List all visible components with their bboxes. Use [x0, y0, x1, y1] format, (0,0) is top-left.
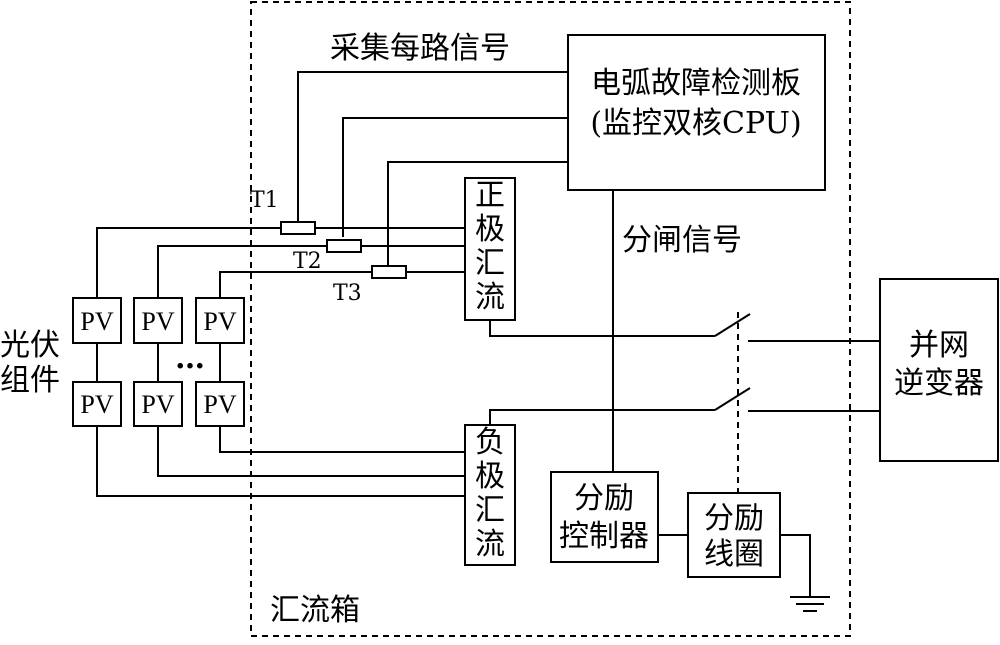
pv-module [195, 297, 245, 344]
neg-output-wire [489, 409, 715, 425]
arc-detection-board [567, 34, 826, 191]
pv-array: PV PV PV PV PV PV … [72, 297, 245, 427]
sensor-t2 [326, 239, 362, 253]
pos-bus-char-1: 正 [475, 178, 505, 213]
ground-icon [790, 596, 830, 612]
sensor-wire-t2 [342, 117, 568, 237]
pv-module-label: PV [203, 390, 236, 419]
sensor-t1 [280, 221, 316, 235]
shunt-controller-line2: 控制器 [559, 519, 649, 554]
pv-module-label: PV [80, 390, 113, 419]
shunt-coil-line2: 线圈 [704, 537, 764, 572]
neg-feeder-2 [157, 426, 465, 477]
pos-output-wire [489, 320, 715, 337]
pv-module-label: PV [141, 307, 174, 336]
sensor-t2-label: T2 [293, 249, 322, 274]
pv-ellipsis: … [175, 341, 205, 376]
pos-bus-char-4: 流 [475, 280, 505, 315]
shunt-controller-line1: 分励 [574, 481, 634, 516]
pos-feeder-2 [157, 245, 465, 298]
pv-module [72, 297, 122, 344]
shunt-trip-controller [550, 471, 659, 563]
pv-module [133, 381, 183, 427]
ground-wire [780, 534, 811, 597]
sensor-wire-t1 [297, 71, 568, 222]
shunt-trip-coil [687, 492, 781, 578]
pos-feeder-1 [96, 227, 465, 298]
pv-module [133, 297, 183, 344]
pv-module-label: PV [80, 307, 113, 336]
detection-board-subtitle: (监控双核CPU) [590, 106, 801, 141]
breaker-contact-upper [714, 313, 751, 337]
sensor-wire-t3 [387, 161, 568, 265]
pos-bus-char-3: 汇 [475, 246, 505, 281]
sensor-t1-label: T1 [250, 188, 279, 213]
shunt-coil-line1: 分励 [704, 501, 764, 536]
grid-tied-inverter [879, 278, 999, 462]
inverter-line1: 并网 [909, 328, 969, 363]
breaker-contact-lower [714, 387, 751, 411]
neg-bus-char-1: 负 [475, 425, 505, 460]
neg-bus-char-2: 极 [475, 459, 505, 494]
neg-feeder-1 [96, 426, 465, 497]
neg-bus-char-4: 流 [475, 527, 505, 562]
sensor-t3 [371, 265, 407, 279]
neg-feeder-3 [219, 426, 465, 453]
inverter-line2: 逆变器 [894, 366, 984, 401]
sensor-t3-label: T3 [333, 281, 362, 306]
pv-module [195, 381, 245, 427]
trip-signal-label: 分闸信号 [622, 223, 742, 258]
signal-collection-label: 采集每路信号 [330, 31, 510, 66]
combiner-box-enclosure [250, 1, 851, 637]
detection-board-title: 电弧故障检测板 [591, 66, 801, 101]
negative-bus [464, 424, 516, 566]
pv-module-label: PV [141, 390, 174, 419]
pv-module [72, 381, 122, 427]
combiner-box-label: 汇流箱 [270, 593, 360, 628]
pv-group-label-line2: 组件 [0, 363, 60, 398]
pv-group-label-line1: 光伏 [0, 328, 60, 363]
pv-module-label: PV [203, 307, 236, 336]
pos-bus-char-2: 极 [475, 212, 505, 247]
neg-bus-char-3: 汇 [475, 493, 505, 528]
